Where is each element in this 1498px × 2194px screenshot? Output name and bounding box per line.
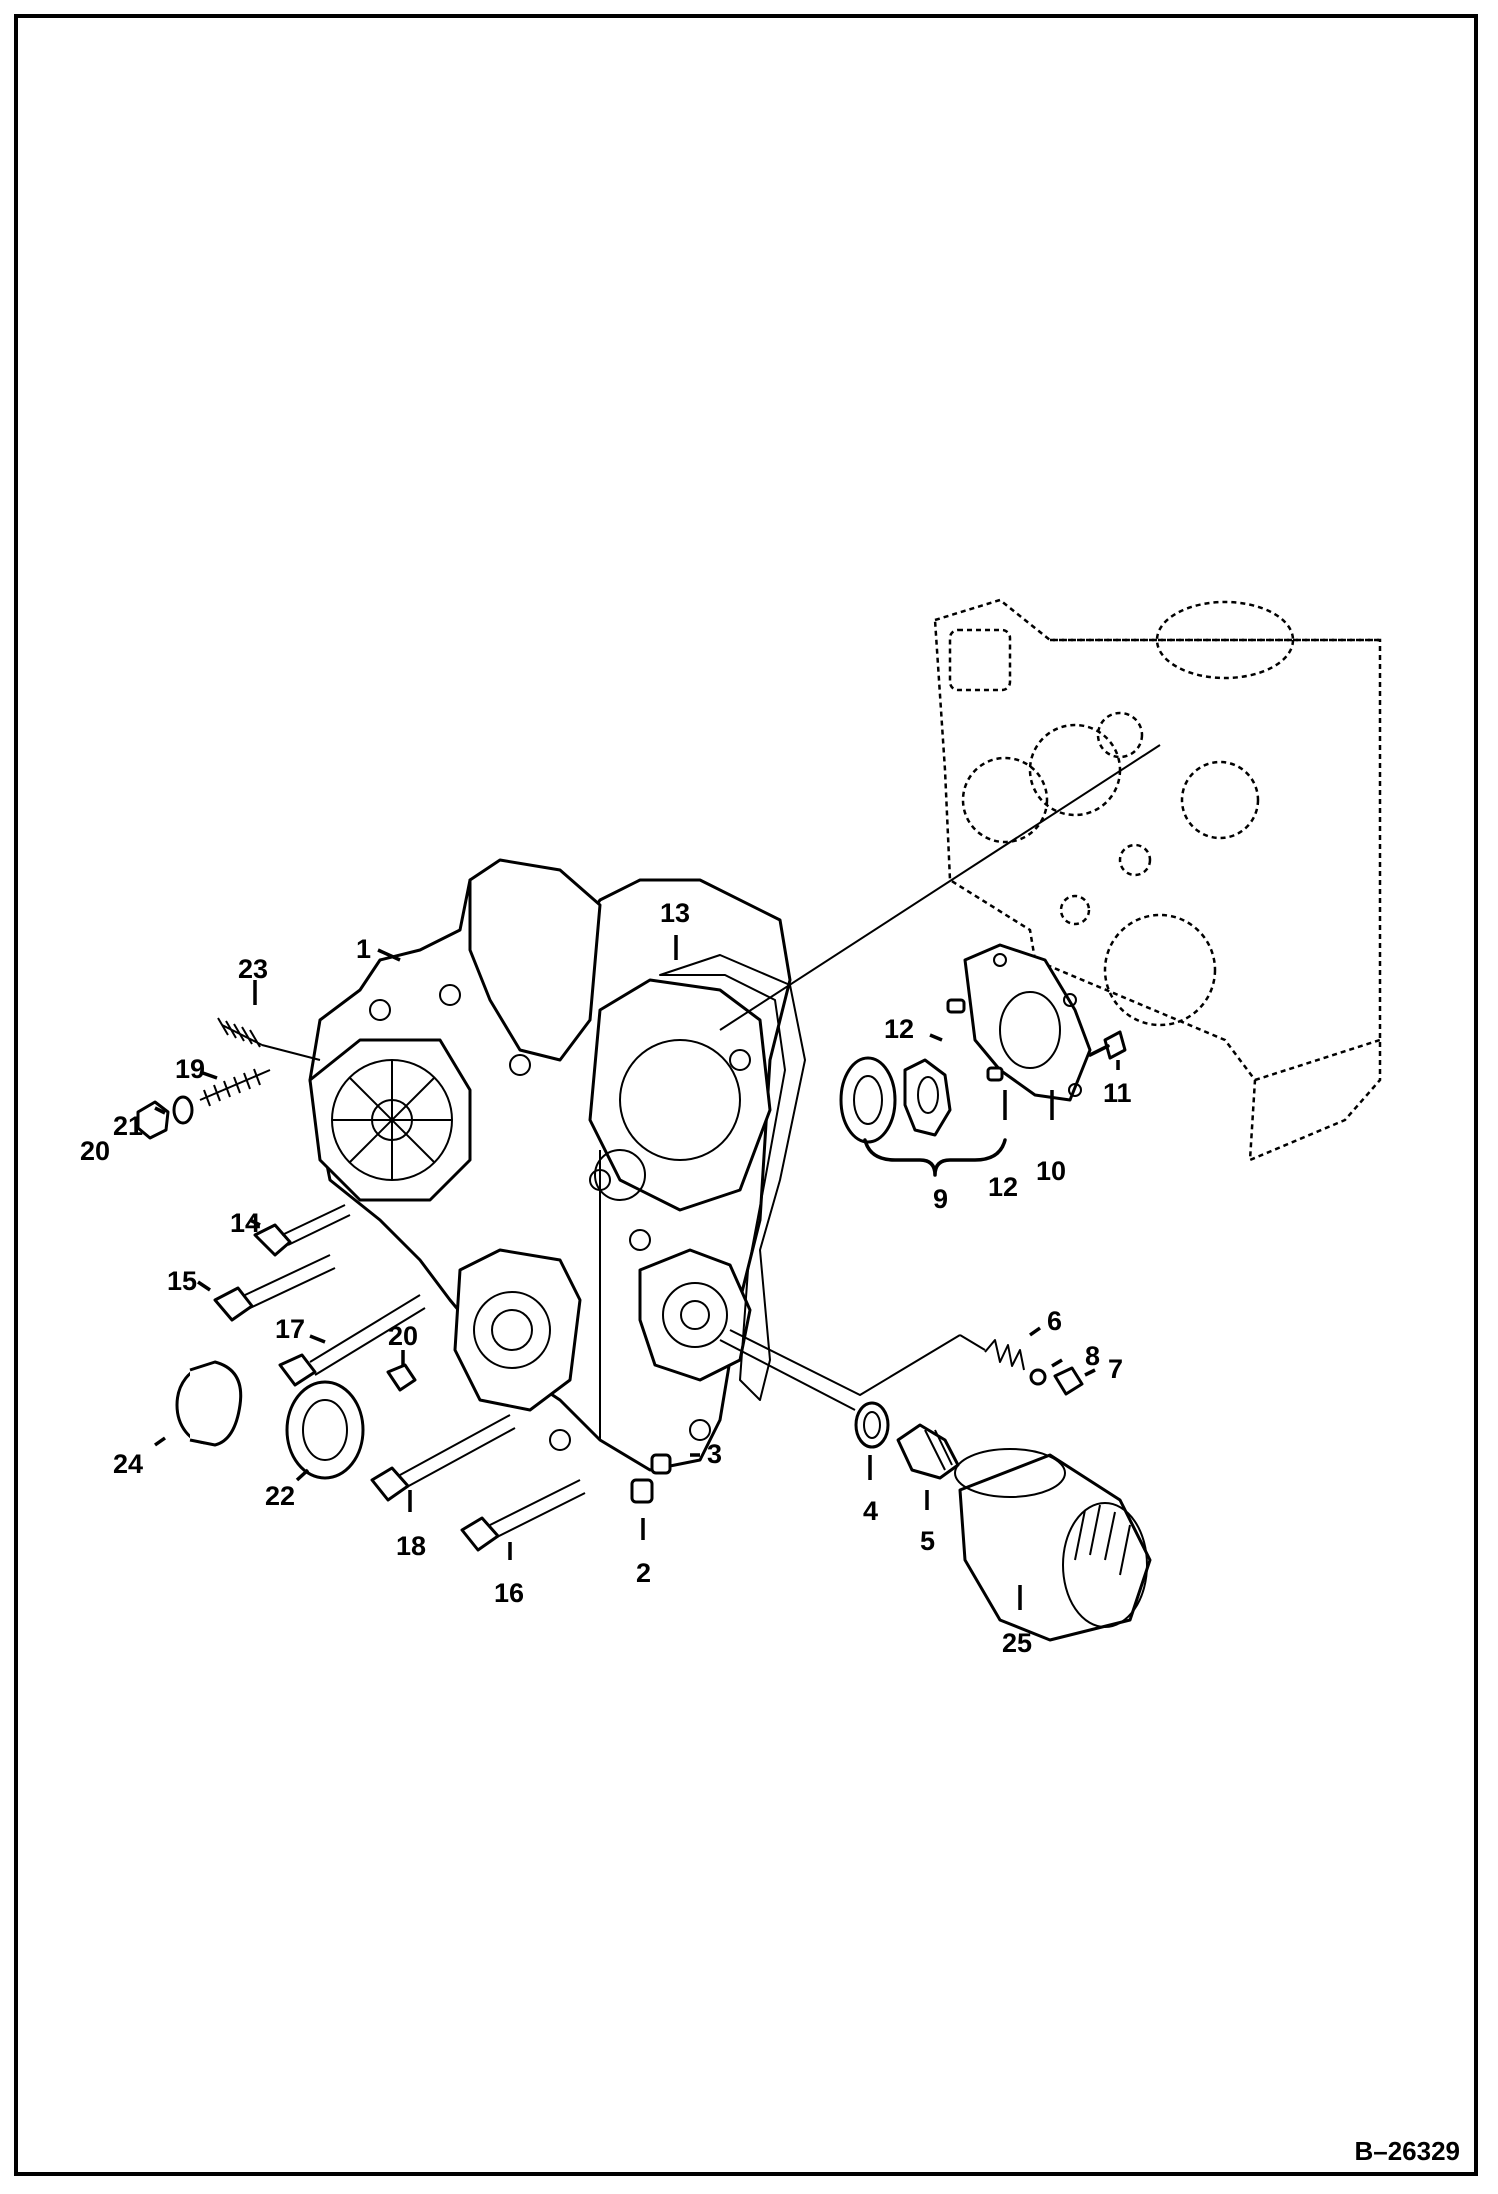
callout-12-lower: 12 bbox=[988, 1172, 1018, 1202]
callout-8: 8 bbox=[1085, 1341, 1100, 1371]
engine-block bbox=[933, 598, 1382, 1162]
callout-15: 15 bbox=[167, 1266, 197, 1296]
callout-7: 7 bbox=[1108, 1354, 1123, 1384]
callout-17: 17 bbox=[275, 1314, 305, 1344]
alignment-line bbox=[719, 744, 1161, 1031]
fasteners-left bbox=[136, 1017, 672, 1552]
callout-24: 24 bbox=[113, 1449, 143, 1479]
oil-pump-assembly bbox=[839, 943, 1127, 1177]
gasket bbox=[659, 954, 806, 1401]
callout-22: 22 bbox=[265, 1481, 295, 1511]
callout-4: 4 bbox=[863, 1496, 878, 1526]
callout-12-upper: 12 bbox=[884, 1014, 914, 1044]
gear-case bbox=[308, 858, 792, 1472]
callout-25: 25 bbox=[1002, 1628, 1032, 1658]
callout-1: 1 bbox=[356, 934, 371, 964]
callout-21: 21 bbox=[113, 1111, 143, 1141]
callout-19: 19 bbox=[175, 1054, 205, 1084]
callout-14: 14 bbox=[230, 1208, 260, 1238]
callout-labels: 1 2 3 4 5 6 7 8 9 10 11 12 12 13 14 15 1… bbox=[80, 898, 1132, 1658]
figure-number: B–26329 bbox=[1354, 2136, 1460, 2166]
callout-11: 11 bbox=[1103, 1078, 1132, 1108]
callout-6: 6 bbox=[1047, 1306, 1062, 1336]
relief-valve-and-filter bbox=[719, 1334, 1152, 1642]
callout-13: 13 bbox=[660, 898, 690, 928]
callout-3: 3 bbox=[707, 1439, 722, 1469]
callout-18: 18 bbox=[396, 1531, 426, 1561]
callout-9: 9 bbox=[933, 1184, 948, 1214]
callout-20-lower: 20 bbox=[388, 1321, 418, 1351]
callout-23: 23 bbox=[238, 954, 268, 984]
callout-10: 10 bbox=[1036, 1156, 1066, 1186]
callout-leaders bbox=[153, 935, 1120, 1610]
callout-5: 5 bbox=[920, 1526, 935, 1556]
callout-16: 16 bbox=[494, 1578, 524, 1608]
callout-20-upper: 20 bbox=[80, 1136, 110, 1166]
callout-2: 2 bbox=[636, 1558, 651, 1588]
